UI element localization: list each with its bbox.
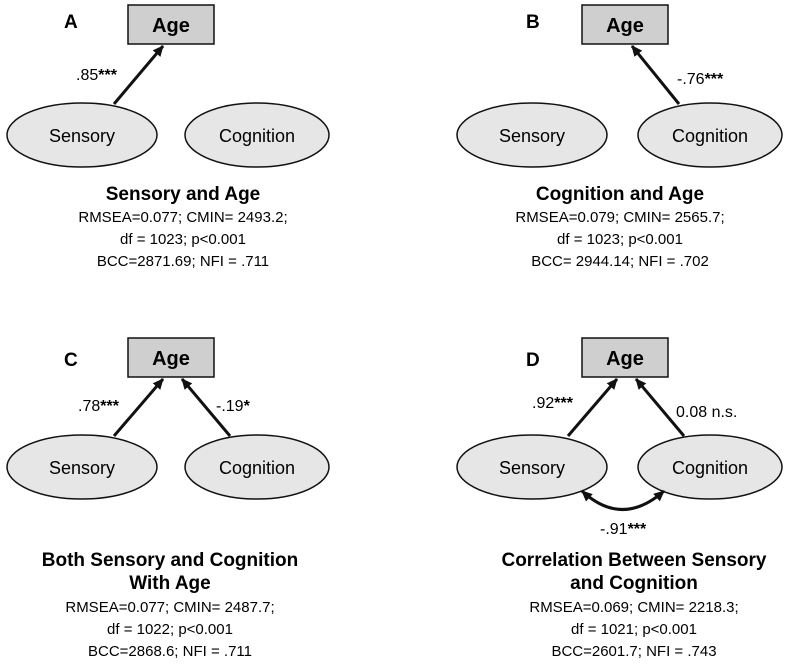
cognition-node [637, 434, 783, 500]
correlation-coefficient: -.91*** [600, 521, 647, 538]
cognition-node-label: Cognition [219, 126, 295, 146]
fit-stats-line: RMSEA=0.077; CMIN= 2493.2; [78, 209, 287, 226]
cognition-node-label: Cognition [672, 458, 748, 478]
path-arrow-cognition-to-age [630, 45, 681, 105]
age-node-label: Age [606, 15, 644, 37]
caption-title: With Age [129, 573, 210, 594]
panel-letter: D [526, 350, 540, 371]
panel-letter: A [64, 12, 78, 33]
sensory-node [6, 102, 158, 168]
panel-a: A Age Sensory Cognition .85*** Sensory a… [6, 4, 330, 270]
path-coefficient-sensory-age: .78*** [78, 398, 120, 415]
fit-stats-line: RMSEA=0.069; CMIN= 2218.3; [529, 599, 738, 616]
sensory-node [456, 102, 608, 168]
caption-title: Both Sensory and Cognition [42, 550, 299, 571]
fit-stats-line: RMSEA=0.077; CMIN= 2487.7; [65, 599, 274, 616]
cognition-node-label: Cognition [672, 126, 748, 146]
cognition-node [184, 434, 330, 500]
caption-title: Sensory and Age [106, 184, 261, 205]
sensory-node-label: Sensory [499, 126, 565, 146]
fit-stats-line: df = 1023; p<0.001 [120, 231, 246, 248]
caption-title: and Cognition [570, 573, 698, 594]
cognition-node [637, 102, 783, 168]
path-coefficient-cognition-age: -.76*** [677, 71, 724, 88]
cognition-node-label: Cognition [219, 458, 295, 478]
path-arrow-cognition-to-age [634, 378, 686, 437]
fit-stats-line: BCC= 2944.14; NFI = .702 [531, 253, 709, 270]
path-coefficient-sensory-age: .85*** [76, 67, 118, 84]
path-coefficient-cognition-age: -.19* [216, 398, 251, 415]
panel-c: C Age Sensory Cognition .78*** -.19* Bot… [6, 337, 330, 660]
age-node-label: Age [152, 348, 190, 370]
path-arrow-sensory-to-age [112, 45, 165, 105]
caption-title: Correlation Between Sensory [501, 550, 766, 571]
path-coefficient-sensory-age: .92*** [532, 395, 574, 412]
path-coefficient-cognition-age: 0.08 n.s. [676, 404, 737, 421]
caption-title: Cognition and Age [536, 184, 704, 205]
fit-stats-line: BCC=2871.69; NFI = .711 [97, 253, 269, 270]
fit-stats-line: BCC=2868.6; NFI = .711 [88, 643, 252, 660]
path-arrow-sensory-to-age [566, 378, 619, 437]
fit-stats-line: RMSEA=0.079; CMIN= 2565.7; [515, 209, 724, 226]
sensory-node [456, 434, 608, 500]
age-node-label: Age [606, 348, 644, 370]
path-arrow-sensory-to-age [112, 378, 165, 437]
fit-stats-line: BCC=2601.7; NFI = .743 [551, 643, 716, 660]
cognition-node [184, 102, 330, 168]
path-arrow-cognition-to-age [180, 378, 232, 437]
age-node-label: Age [152, 15, 190, 37]
panel-d: D Age Sensory Cognition .92*** 0.08 n.s.… [456, 337, 783, 660]
age-node [127, 4, 215, 45]
panel-letter: B [526, 12, 540, 33]
age-node [581, 4, 669, 45]
panel-letter: C [64, 350, 78, 371]
sensory-node-label: Sensory [49, 458, 115, 478]
sensory-node-label: Sensory [499, 458, 565, 478]
fit-stats-line: df = 1023; p<0.001 [557, 231, 683, 248]
panel-b: B Age Sensory Cognition -.76*** Cognitio… [456, 4, 783, 270]
fit-stats-line: df = 1022; p<0.001 [107, 621, 233, 638]
sensory-node-label: Sensory [49, 126, 115, 146]
fit-stats-line: df = 1021; p<0.001 [571, 621, 697, 638]
age-node [581, 337, 669, 378]
age-node [127, 337, 215, 378]
sensory-node [6, 434, 158, 500]
correlation-double-arrow [580, 489, 665, 511]
